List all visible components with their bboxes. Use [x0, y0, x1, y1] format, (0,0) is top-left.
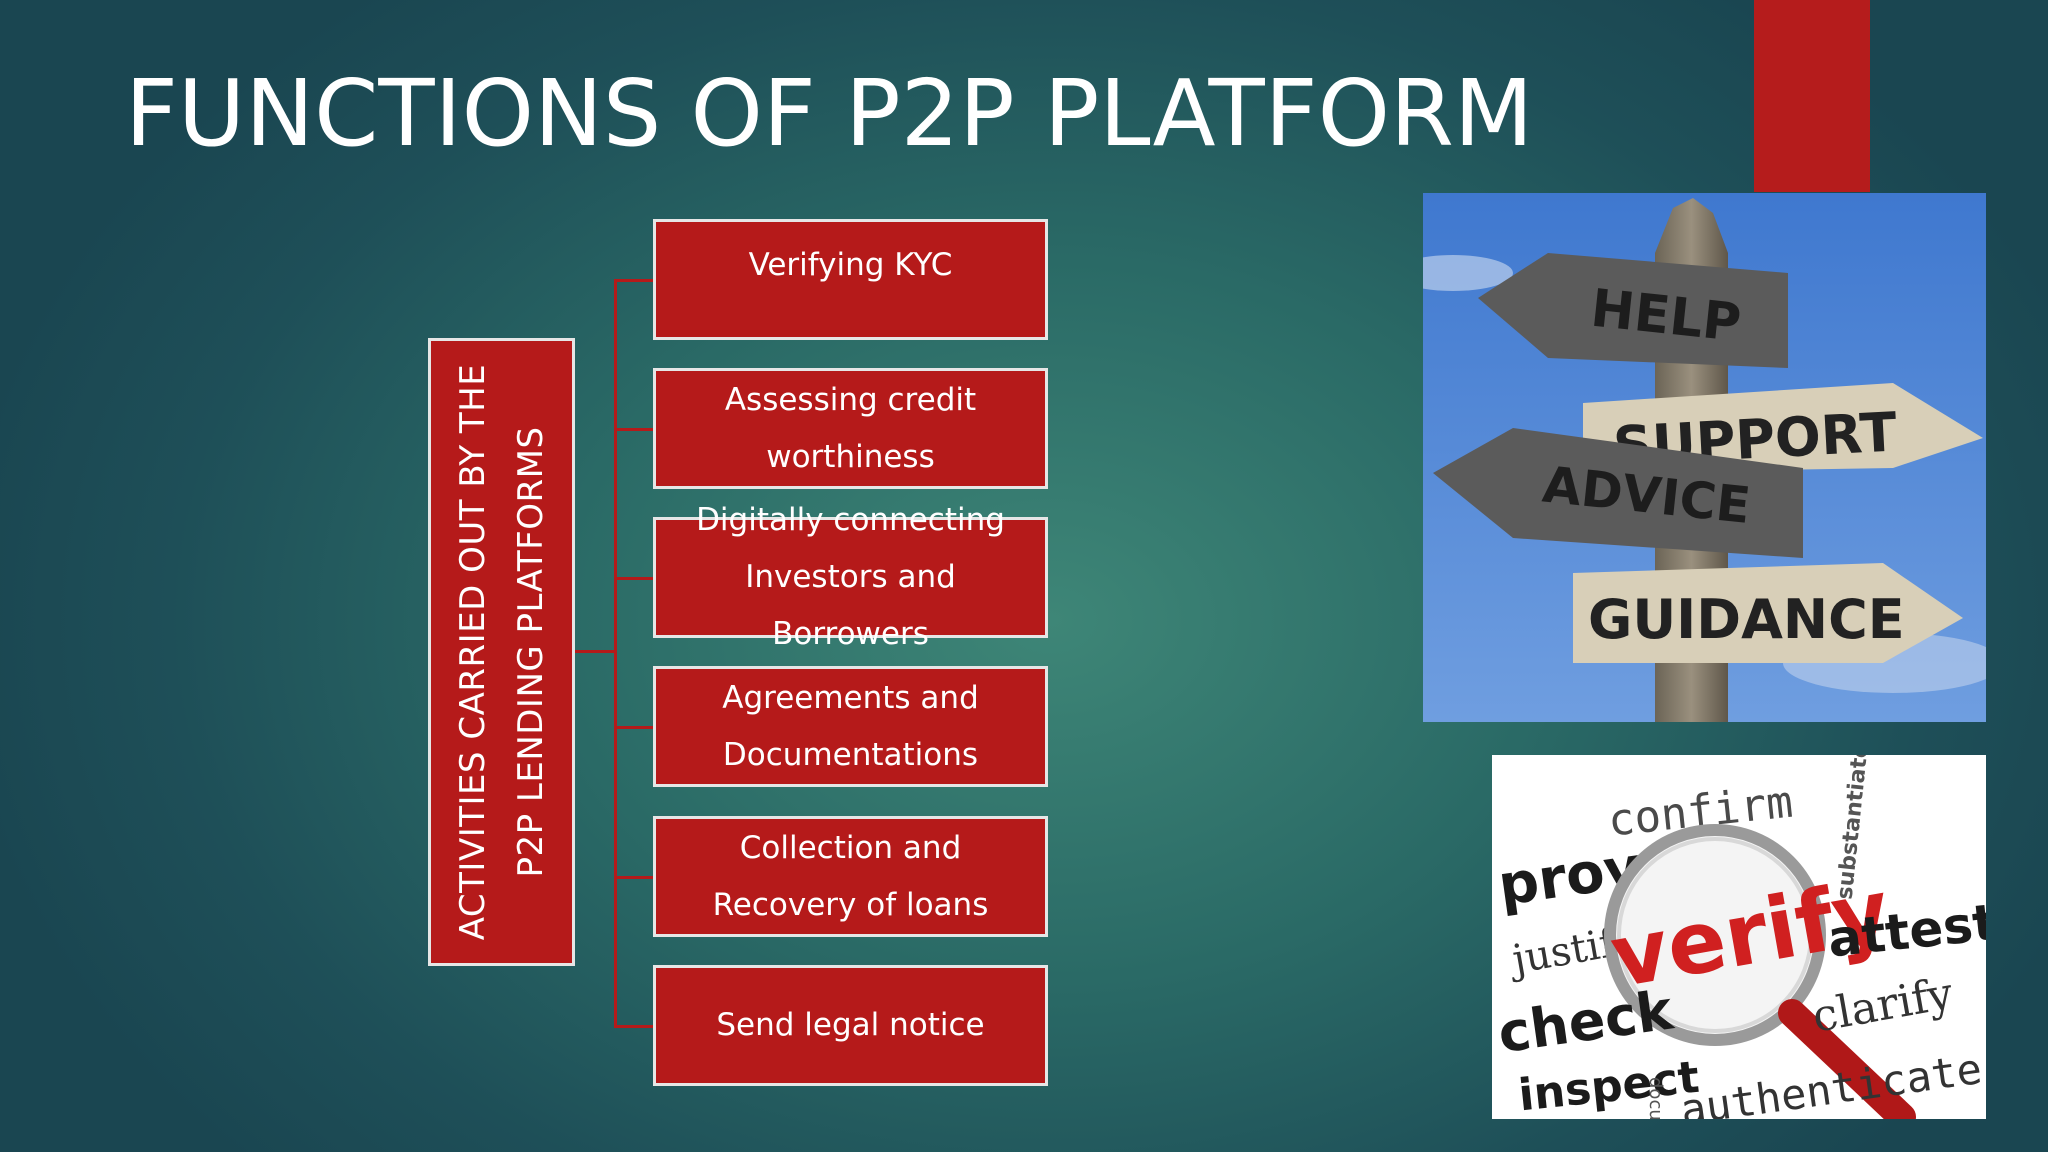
diagram-root-box: ACTIVITIES CARRIED OUT BY THE P2P LENDIN… [428, 338, 575, 966]
connector-branch-1 [614, 279, 654, 282]
word-clarify: clarify [1809, 968, 1957, 1043]
connector-spine [614, 279, 617, 1028]
connector-branch-3 [614, 577, 654, 580]
diagram-item-box: Collection and Recovery of loans [653, 816, 1048, 937]
connector-branch-4 [614, 726, 654, 729]
diagram-item-label: Verifying KYC [748, 247, 953, 283]
sign-help: HELP [1478, 253, 1788, 368]
connector-branch-6 [614, 1025, 654, 1028]
slide-title: FUNCTIONS OF P2P PLATFORM [125, 60, 1534, 167]
word-docu: docu [1645, 1077, 1666, 1119]
diagram-item-label: Send legal notice [716, 1007, 985, 1043]
diagram-item-label: Assessing credit worthiness [724, 381, 977, 475]
diagram-item-label: Digitally connecting Investors and Borro… [696, 502, 1005, 652]
diagram-item-label: Collection and Recovery of loans [712, 829, 989, 923]
diagram-item-label: Agreements and Documentations [722, 679, 979, 773]
sign-advice: ADVICE [1433, 428, 1803, 558]
diagram-item-box: Digitally connecting Investors and Borro… [653, 502, 1048, 652]
diagram-item-box: Verifying KYC [653, 219, 1048, 340]
verify-wordcloud-image: confirm substantiate prove justify verif… [1492, 755, 1986, 1119]
word-check: check [1494, 978, 1677, 1065]
connector-branch-2 [614, 428, 654, 431]
connector-root-stub [575, 650, 615, 653]
accent-bar [1754, 0, 1870, 192]
connector-branch-5 [614, 876, 654, 879]
diagram-item-box: Agreements and Documentations [653, 666, 1048, 787]
diagram-root-label: ACTIVITIES CARRIED OUT BY THE P2P LENDIN… [452, 363, 551, 941]
word-inspect: inspect [1516, 1052, 1701, 1119]
sign-guidance-text: GUIDANCE [1588, 588, 1905, 651]
signpost-image: HELP SUPPORT ADVICE GUIDANCE [1423, 193, 1986, 722]
diagram-item-box: Assessing credit worthiness [653, 368, 1048, 489]
sign-guidance: GUIDANCE [1573, 563, 1963, 663]
diagram-item-box: Send legal notice [653, 965, 1048, 1086]
